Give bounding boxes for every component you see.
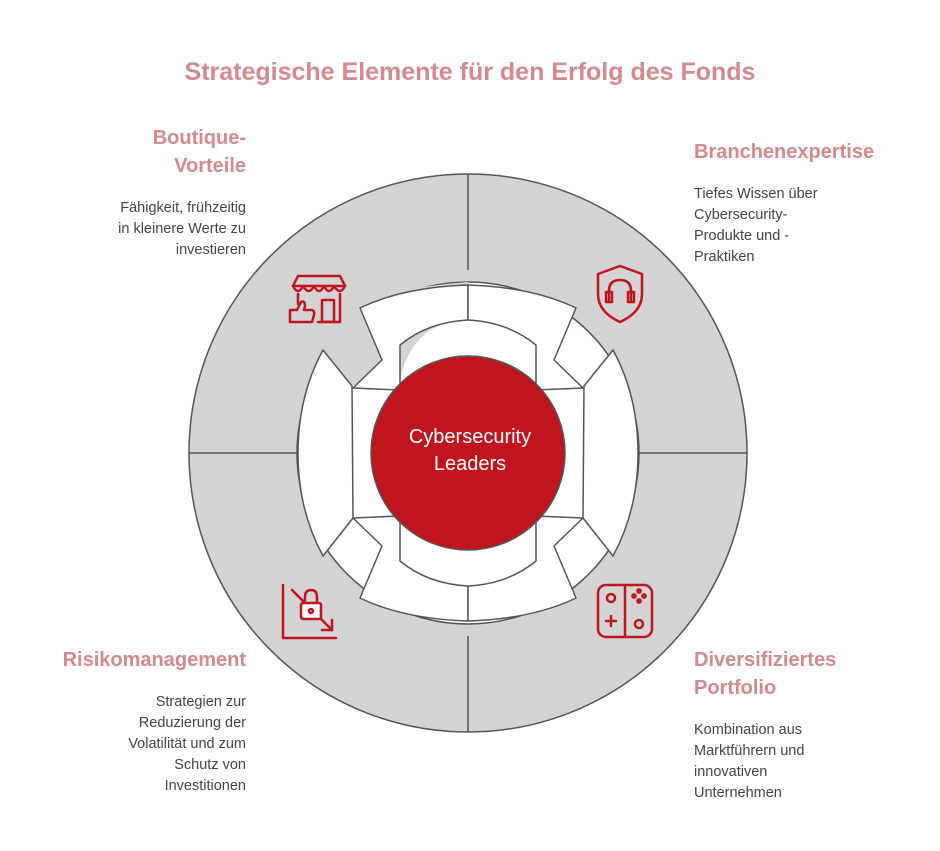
- center-label-line1: Cybersecurity: [408, 426, 532, 448]
- element-heading: Boutique- Vorteile: [152, 127, 246, 177]
- element-description: Tiefes Wissen über Cybersecurity- Produk…: [694, 186, 818, 265]
- shield-headset-icon: [596, 264, 644, 324]
- element-branchenexpertise: Branchenexpertise Tiefes Wissen über Cyb…: [694, 138, 924, 268]
- element-description: Strategien zur Reduzierung der Volatilit…: [128, 694, 246, 794]
- center-label-line2: Leaders: [433, 453, 507, 475]
- element-description: Fähigkeit, frühzeitig in kleinere Werte …: [118, 200, 246, 258]
- arrow-bottom-right: [467, 515, 584, 622]
- arrow-top-right: [467, 284, 584, 391]
- storefront-thumbs-up-icon: [288, 274, 347, 324]
- element-boutique-vorteile: Boutique- Vorteile Fähigkeit, frühzeitig…: [40, 124, 246, 261]
- element-heading: Diversifiziertes Portfolio: [694, 649, 837, 699]
- gap-left: [297, 349, 354, 557]
- diagram-title: Strategische Elemente für den Erfolg des…: [184, 58, 756, 86]
- element-heading: Branchenexpertise: [694, 141, 875, 163]
- center-hub: [370, 355, 566, 551]
- gap-right: [582, 349, 639, 557]
- game-controller-icon: [596, 583, 654, 639]
- chart-lock-icon: [281, 583, 338, 640]
- center-label: Cybersecurity Leaders: [372, 424, 568, 478]
- element-description: Kombination aus Marktführern und innovat…: [694, 722, 805, 801]
- element-diversifiziertes-portfolio: Diversifiziertes Portfolio Kombination a…: [694, 646, 924, 804]
- element-risikomanagement: Risikomanagement Strategien zur Reduzier…: [20, 646, 246, 797]
- element-heading: Risikomanagement: [62, 649, 246, 671]
